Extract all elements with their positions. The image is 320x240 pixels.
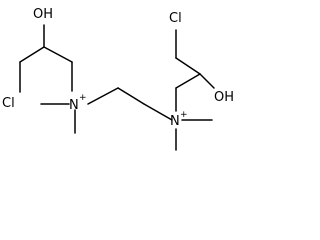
charge-label-left: + xyxy=(79,93,87,103)
atom-label-oh-left: OH xyxy=(33,7,53,22)
charge-label-right: + xyxy=(180,110,188,120)
structure-diagram: OH Cl N + Cl OH N + xyxy=(2,7,234,151)
right-arm-bonds xyxy=(175,29,215,151)
bond xyxy=(43,46,73,63)
bond xyxy=(175,73,201,89)
bond xyxy=(199,73,215,89)
bond xyxy=(87,87,119,105)
atom-labels: OH Cl N + Cl OH N + xyxy=(2,7,234,129)
left-arm-bonds xyxy=(19,24,76,134)
bond xyxy=(19,46,45,63)
atom-label-n-left: N xyxy=(69,98,79,113)
bond xyxy=(117,87,145,105)
bond xyxy=(175,57,201,75)
atom-label-oh-right: OH xyxy=(214,90,234,105)
atom-label-cl-right: Cl xyxy=(169,11,182,26)
atom-label-n-right: N xyxy=(170,114,180,129)
bond xyxy=(143,103,173,121)
atom-label-cl-left: Cl xyxy=(2,96,15,111)
bridge-bonds xyxy=(87,87,173,121)
